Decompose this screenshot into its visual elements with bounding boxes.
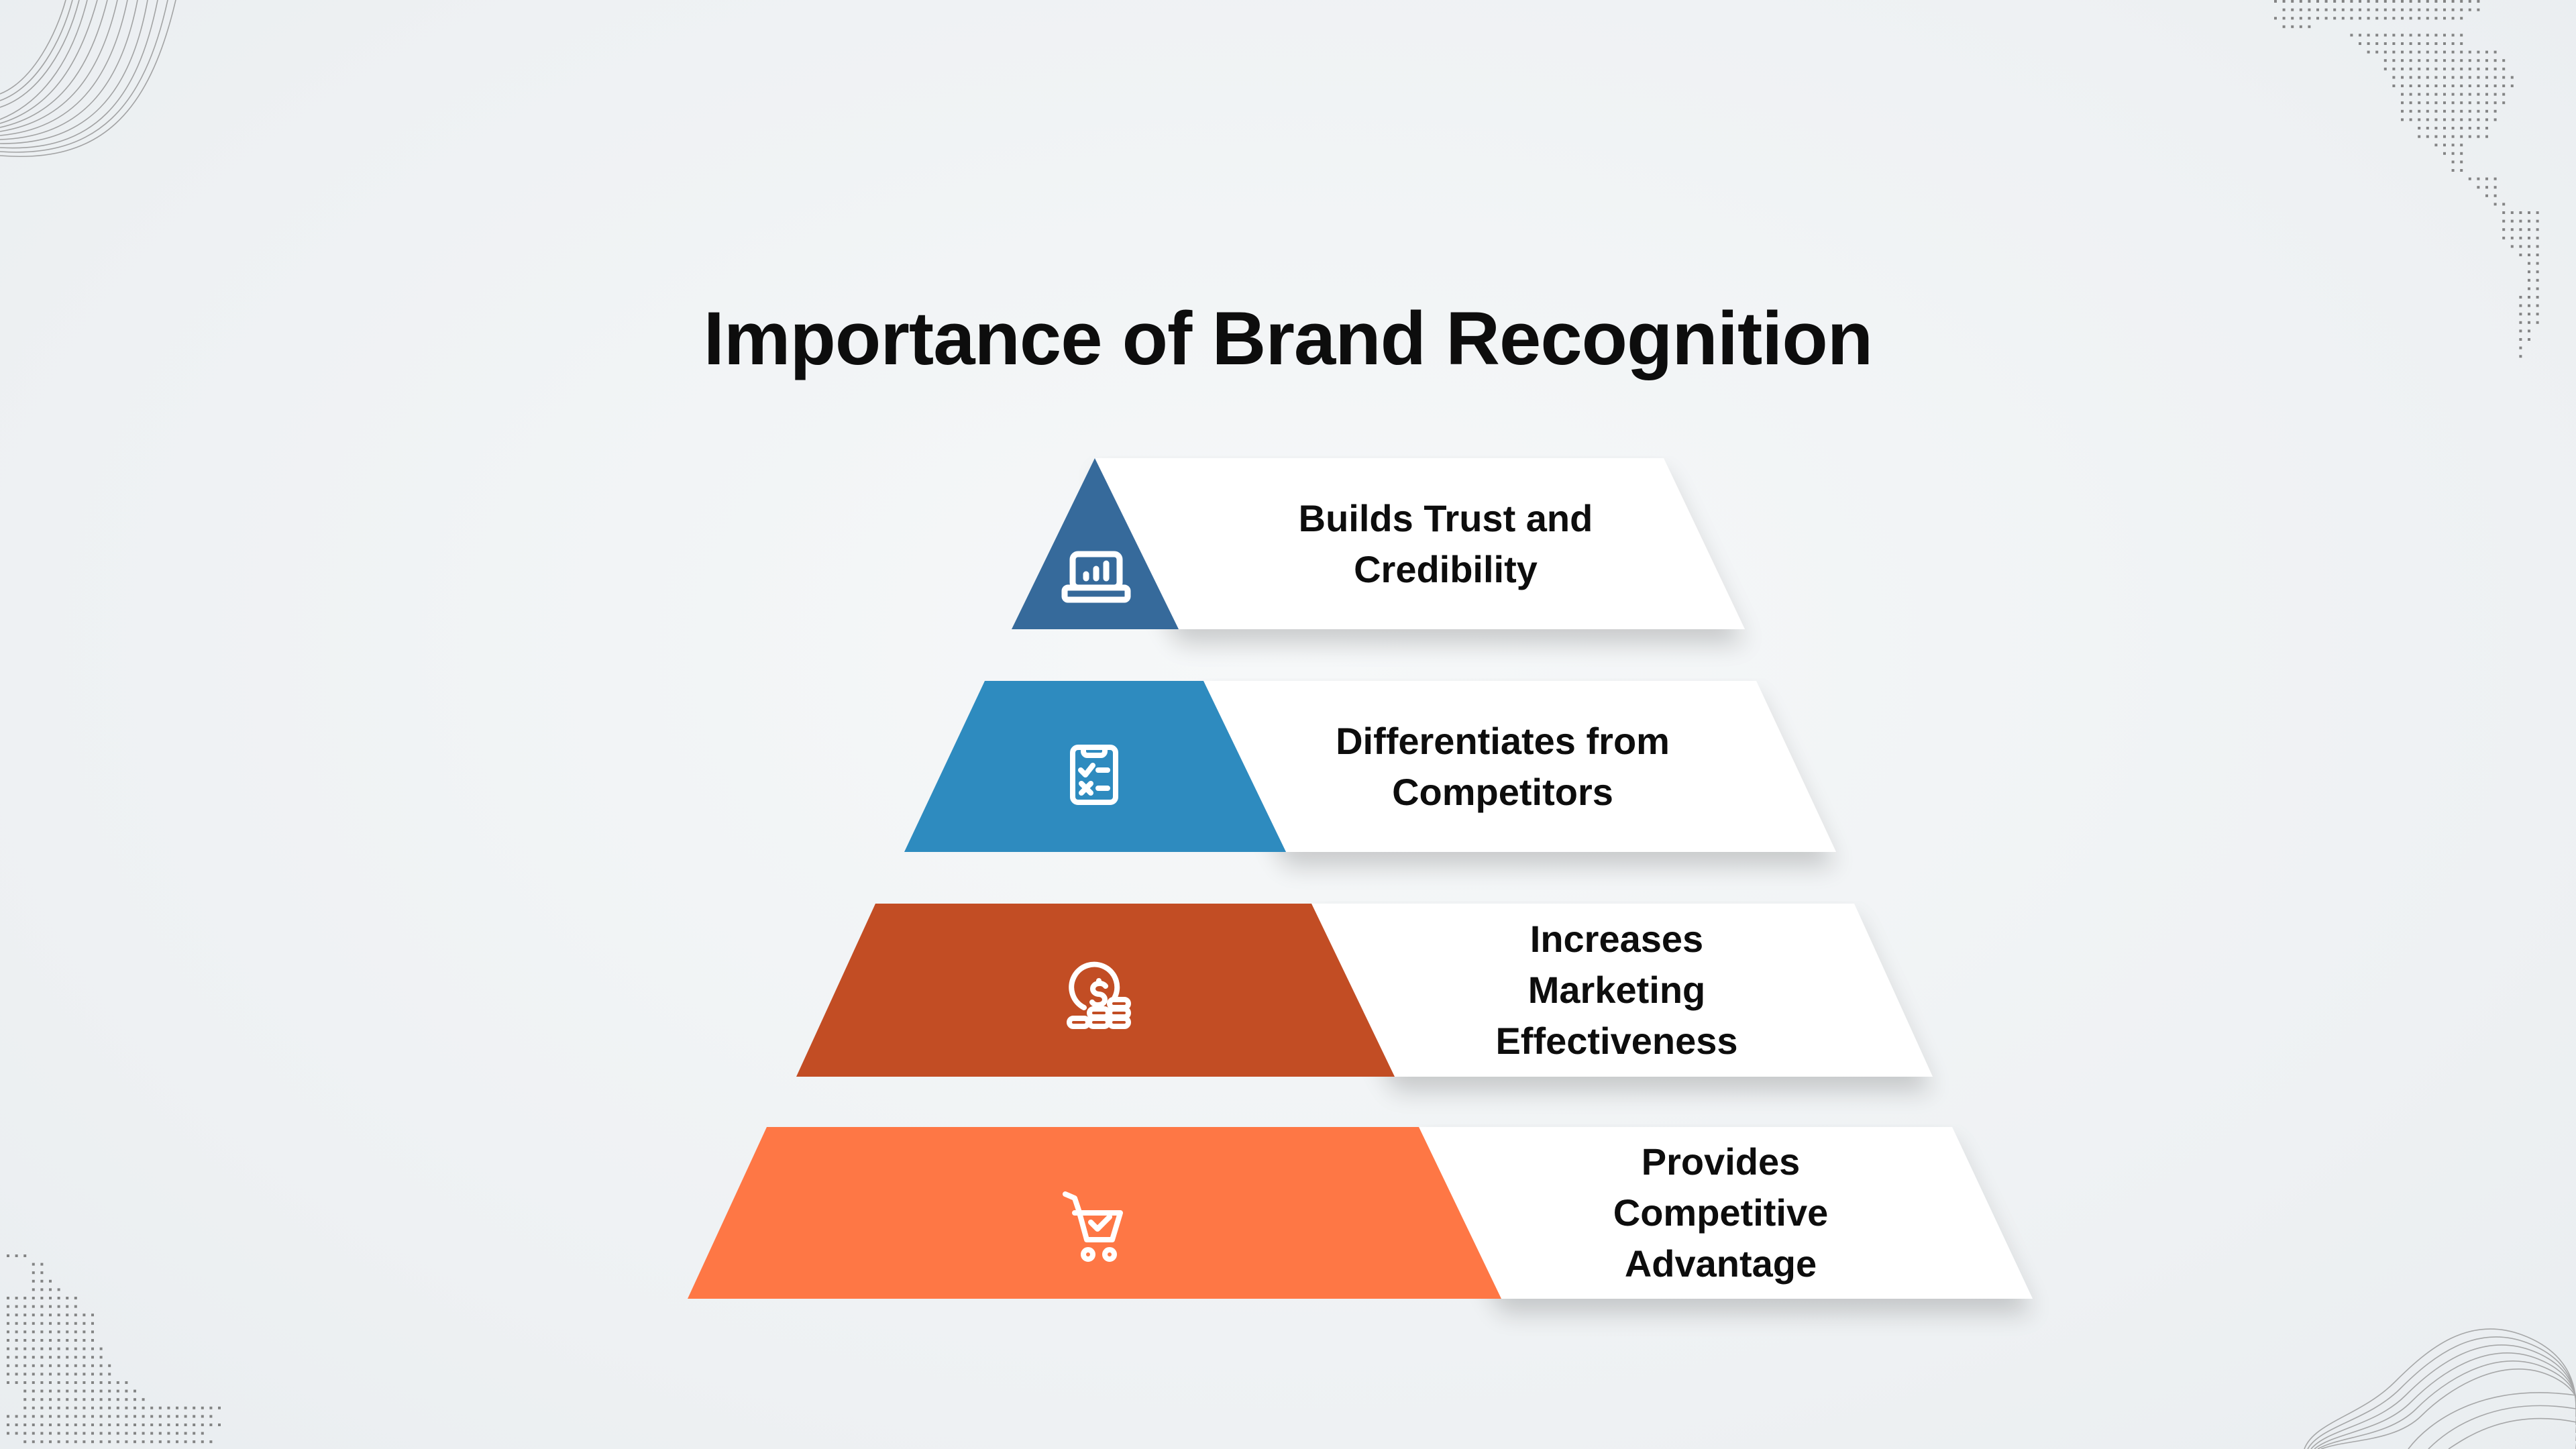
level-4-panel xyxy=(1419,1127,2033,1299)
level-4-label: Provides Competitive Advantage xyxy=(1613,1140,1829,1285)
pyramid-level-4 xyxy=(688,1127,2033,1299)
level-1-label: Builds Trust and Credibility xyxy=(1298,496,1593,590)
page-title: Importance of Brand Recognition xyxy=(703,297,1873,380)
shopping-cart-check-icon xyxy=(1063,1191,1123,1262)
wave-lines-bottom-right xyxy=(2304,1328,2576,1449)
laptop-chart-icon xyxy=(1061,551,1131,603)
level-3-label: Increases Marketing Effectiveness xyxy=(1495,918,1738,1062)
level-3-panel xyxy=(1311,904,1933,1077)
level-1-panel xyxy=(1095,458,1745,629)
level-1-block xyxy=(1012,458,1179,629)
dollar-coins-icon xyxy=(1067,961,1131,1029)
clipboard-checklist-icon xyxy=(1070,745,1118,805)
level-2-panel xyxy=(1203,681,1836,852)
pyramid-level-2 xyxy=(904,681,1836,852)
level-2-label: Differentiates from Competitors xyxy=(1336,719,1670,813)
wave-lines-top-left xyxy=(0,0,176,157)
dot-map-bottom-left xyxy=(7,1254,221,1444)
dot-map-top-right xyxy=(2274,0,2539,358)
pyramid-level-1 xyxy=(1012,458,1745,629)
